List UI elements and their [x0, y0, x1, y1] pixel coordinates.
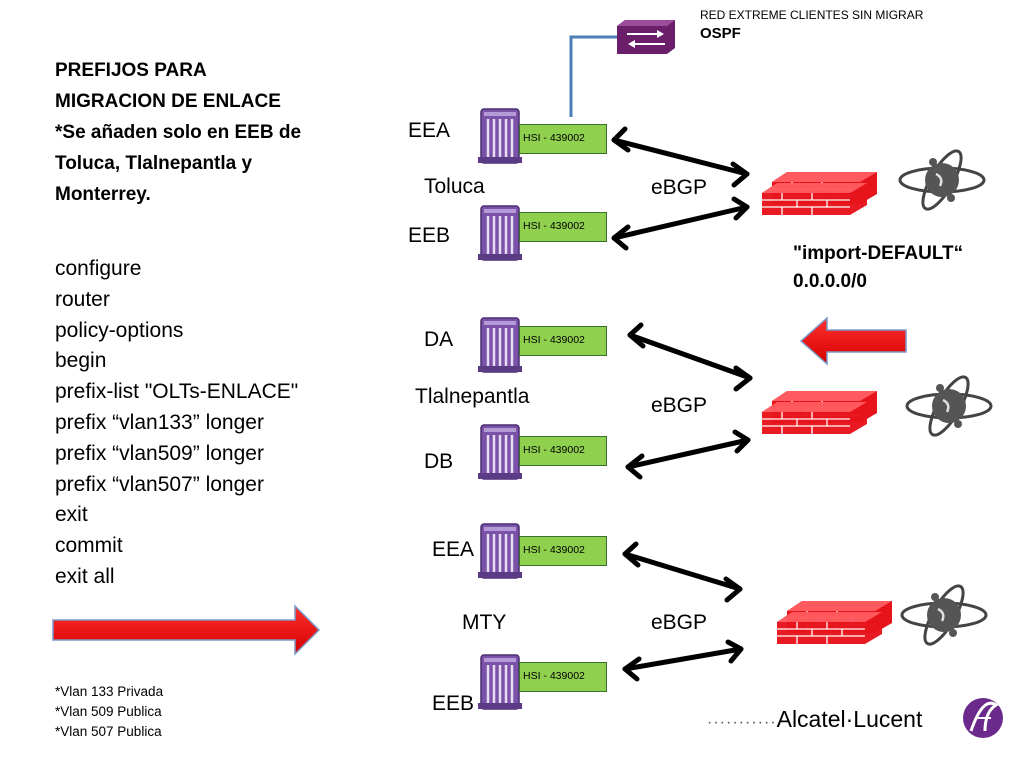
- switch-icon: [617, 20, 675, 54]
- external-network-title: RED EXTREME CLIENTES SIN MIGRAR: [700, 8, 924, 22]
- import-policy-prefix: 0.0.0.0/0: [793, 271, 867, 292]
- bgp-arrow: [622, 646, 744, 672]
- config-line: commit: [55, 534, 123, 558]
- hsi-box: HSI - 439002: [519, 124, 607, 154]
- hsi-box: HSI - 439002: [519, 536, 607, 566]
- router-icon: [476, 522, 524, 580]
- router-label: DA: [424, 328, 454, 351]
- router-icon: [476, 423, 524, 481]
- firewall-icon: [776, 600, 893, 645]
- import-policy-name: "import-DEFAULT“: [793, 243, 964, 264]
- router-icon: [476, 204, 524, 262]
- config-line: configure: [55, 257, 142, 280]
- hsi-box: HSI - 439002: [519, 436, 607, 466]
- config-line: prefix “vlan133” longer: [55, 410, 264, 434]
- page-title: PREFIJOS PARA MIGRACION DE ENLACE *Se añ…: [55, 55, 365, 210]
- import-policy: "import-DEFAULT“ 0.0.0.0/0: [793, 240, 963, 296]
- globe-icon: [905, 370, 993, 442]
- globe-icon: [900, 579, 988, 651]
- bgp-arrow: [625, 437, 751, 470]
- protocol-label: eBGP: [651, 176, 708, 199]
- config-line: policy-options: [55, 318, 184, 342]
- config-line: prefix “vlan509” longer: [55, 441, 264, 465]
- hsi-box: HSI - 439002: [519, 212, 607, 242]
- router-label: EEA: [432, 538, 475, 561]
- title-line: Toluca, Tlalnepantla y: [55, 153, 253, 174]
- hsi-box: HSI - 439002: [519, 326, 607, 356]
- router-label: EEA: [408, 119, 451, 142]
- bgp-arrows: [611, 126, 753, 682]
- config-line: exit: [55, 503, 88, 527]
- protocol-label: eBGP: [651, 394, 708, 417]
- logo-text: Alcatel·Lucent: [776, 706, 923, 732]
- hsi-box: HSI - 439002: [519, 662, 607, 692]
- router-icon: [476, 316, 524, 374]
- site-label: Tlalnepantla: [415, 385, 530, 408]
- router-label: EEB: [432, 692, 475, 715]
- protocol-label: eBGP: [651, 611, 708, 634]
- firewall-icon: [761, 390, 878, 435]
- config-line: router: [55, 287, 110, 311]
- config-line: exit all: [55, 564, 115, 588]
- config-commands: configure router policy-options begin pr…: [55, 254, 298, 593]
- external-network-protocol: OSPF: [700, 25, 741, 42]
- title-line: *Se añaden solo en EEB de: [55, 122, 302, 143]
- router-label: DB: [424, 450, 454, 473]
- bgp-arrow: [611, 204, 750, 241]
- ospf-link: [569, 35, 617, 117]
- config-line: begin: [55, 349, 107, 373]
- router-icon: [476, 653, 524, 711]
- site-label: Toluca: [424, 175, 485, 198]
- firewall-icon: [761, 171, 878, 216]
- bgp-arrow: [611, 137, 750, 177]
- config-line: prefix-list "OLTs-ENLACE": [55, 380, 299, 404]
- arrow-right-icon: [52, 604, 321, 656]
- router-icon: [476, 107, 524, 165]
- site-label: MTY: [462, 611, 507, 634]
- alcatel-lucent-logo-icon: [963, 698, 1003, 738]
- vlan-note: *Vlan 507 Publica: [55, 724, 162, 739]
- bgp-arrow: [622, 551, 743, 592]
- arrow-left-icon: [799, 316, 907, 366]
- vlan-note: *Vlan 133 Privada: [55, 684, 164, 699]
- bgp-arrow: [627, 332, 753, 381]
- title-line: MIGRACION DE ENLACE: [55, 91, 281, 112]
- vlan-note: *Vlan 509 Publica: [55, 704, 162, 719]
- vlan-notes: *Vlan 133 Privada *Vlan 509 Publica *Vla…: [55, 682, 163, 742]
- logo: ···········Alcatel·Lucent: [707, 706, 923, 732]
- globe-icon: [898, 144, 986, 216]
- config-line: prefix “vlan507” longer: [55, 472, 264, 496]
- title-line: Monterrey.: [55, 184, 151, 205]
- title-line: PREFIJOS PARA: [55, 60, 207, 81]
- router-label: EEB: [408, 224, 451, 247]
